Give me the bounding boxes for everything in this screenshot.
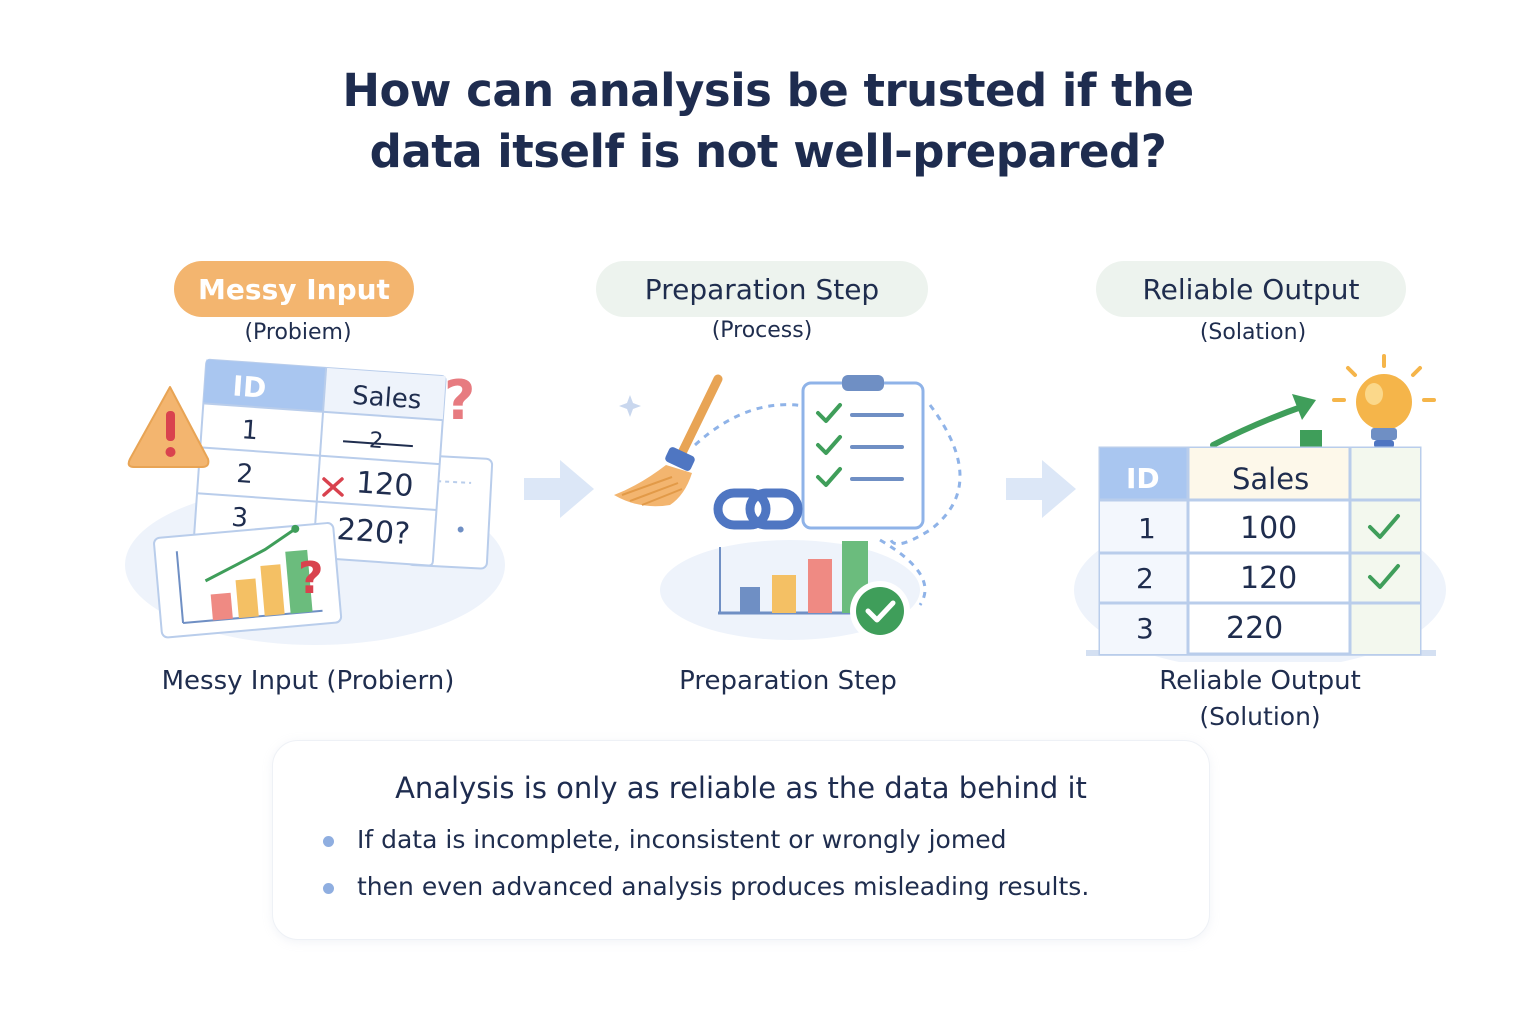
messy-table: ID Sales 1 2 2 120 3 220? <box>192 358 447 567</box>
reliable-output-subtitle: (Solation) <box>1199 320 1307 345</box>
chart-question-mark-icon: ? <box>298 553 324 604</box>
reliable-cell-id-1: 1 <box>1138 512 1156 545</box>
lightbulb-icon <box>1332 354 1436 448</box>
summary-card: Analysis is only as reliable as the data… <box>272 740 1210 940</box>
reliable-output-illustration: ID Sales 1 100 2 120 3 220 <box>1074 354 1446 662</box>
messy-cell-id-3: 3 <box>230 503 249 534</box>
messy-input-caption: Messy Input (Probiern) <box>161 666 455 696</box>
reliable-cell-id-3: 3 <box>1136 612 1154 645</box>
reliable-cell-sales-2: 120 <box>1240 561 1297 596</box>
summary-heading: Analysis is only as reliable as the data… <box>395 771 1087 805</box>
messy-input-subtitle: (Probiem) <box>244 320 352 345</box>
messy-header-sales: Sales <box>351 381 422 416</box>
reliable-cell-sales-1: 100 <box>1240 511 1297 546</box>
checklist-icon <box>801 375 925 530</box>
preparation-illustration <box>614 374 962 641</box>
preparation-step-subtitle: (Process) <box>711 318 813 343</box>
preparation-step-pill: Preparation Step <box>596 261 928 317</box>
question-mark-icon: ? <box>444 369 475 432</box>
reliable-header-sales: Sales <box>1232 462 1309 496</box>
messy-cell-sales-1: 2 <box>368 428 384 454</box>
arrow-right-icon <box>524 460 594 518</box>
title-line-2: data itself is not well-prepared? <box>369 125 1167 178</box>
title-line-1: How can analysis be trusted if the <box>342 64 1194 117</box>
reliable-output-pill: Reliable Output <box>1096 261 1406 317</box>
preparation-step-caption: Preparation Step <box>679 666 897 696</box>
messy-cell-sales-3: 220? <box>336 512 411 552</box>
check-icon <box>1368 564 1400 589</box>
messy-input-illustration: ID Sales 1 2 2 120 3 220? ? ? <box>125 358 505 645</box>
reliable-cell-id-2: 2 <box>1136 562 1154 595</box>
summary-bullet-2: then even advanced analysis produces mis… <box>323 872 1090 901</box>
error-x-icon <box>322 477 344 497</box>
messy-header-id: ID <box>231 369 267 404</box>
check-icon <box>1368 514 1400 539</box>
messy-input-pill: Messy Input <box>174 261 414 317</box>
reliable-output-caption: Reliable Output <box>1159 666 1361 696</box>
summary-bullet-text: then even advanced analysis produces mis… <box>357 872 1090 901</box>
reliable-table: ID Sales 1 100 2 120 3 220 <box>1086 446 1436 656</box>
summary-bullet-1: If data is incomplete, inconsistent or w… <box>323 825 1007 854</box>
messy-cell-id-1: 1 <box>241 415 260 446</box>
reliable-output-caption-solution: (Solution) <box>1199 702 1321 731</box>
arrow-right-icon <box>1006 460 1076 518</box>
bullet-dot-icon <box>323 836 334 847</box>
reliable-cell-sales-3: 220 <box>1226 611 1283 646</box>
summary-bullet-text: If data is incomplete, inconsistent or w… <box>357 825 1007 854</box>
broom-icon <box>614 374 723 507</box>
page-title: How can analysis be trusted if the data … <box>0 60 1536 182</box>
link-icon <box>713 488 803 530</box>
growth-arrow-icon <box>1210 394 1322 450</box>
reliable-header-id: ID <box>1126 462 1160 495</box>
bullet-dot-icon <box>323 883 334 894</box>
messy-chart <box>153 522 343 639</box>
warning-icon <box>127 386 210 468</box>
messy-cell-id-2: 2 <box>235 459 254 490</box>
check-circle-icon <box>850 581 910 641</box>
messy-cell-sales-2: 120 <box>355 465 415 504</box>
